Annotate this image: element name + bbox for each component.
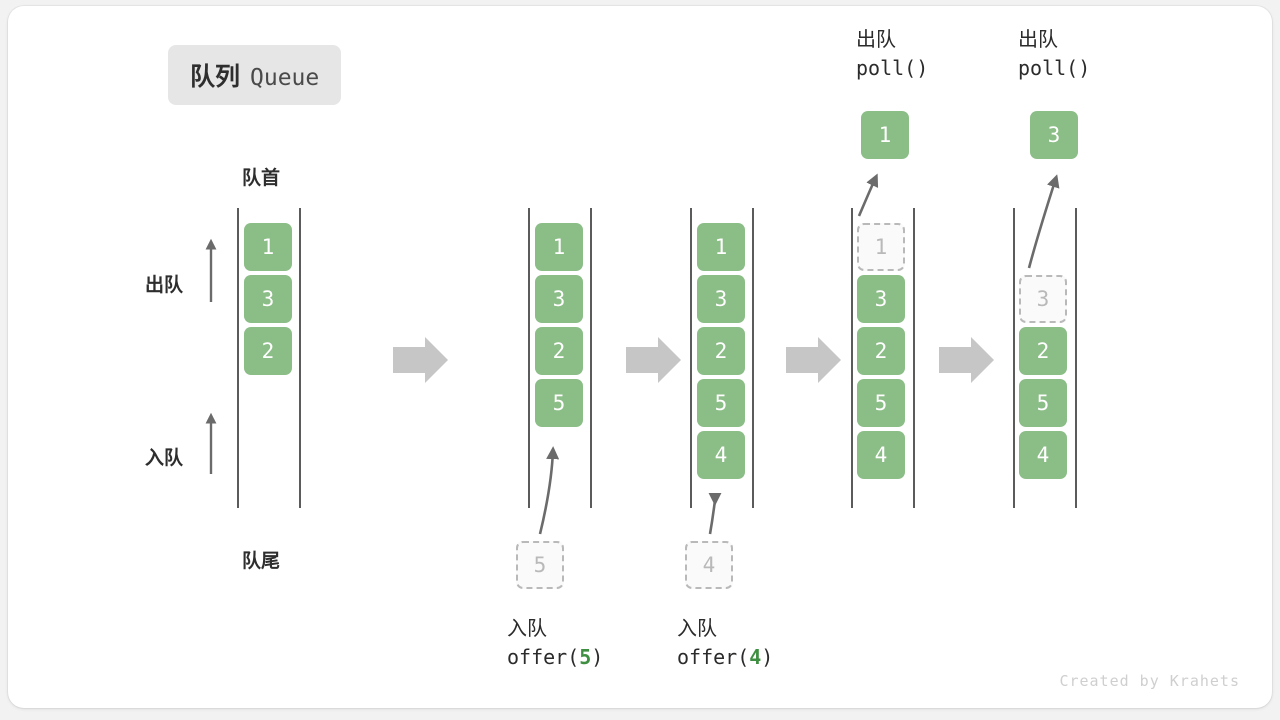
diagram-card: 队列 Queue 队首 队尾 出队 入队 1 3 2 1 3 2 5 5 入队 …: [8, 6, 1272, 708]
queue-cell: 2: [1019, 327, 1067, 375]
dequeue-label: 出队: [145, 274, 184, 296]
queue-cell-ghost: 3: [1019, 275, 1067, 323]
queue-cell-ghost: 1: [857, 223, 905, 271]
queue-cell: 2: [535, 327, 583, 375]
offer-5-arrow: [538, 446, 560, 535]
poll-1-label-code: poll(): [856, 56, 929, 80]
step-arrow-2: [626, 337, 681, 383]
offer-5-label-cn: 入队: [507, 616, 547, 640]
step-arrow-3: [786, 337, 841, 383]
queue-cell: 4: [1019, 431, 1067, 479]
poll-2-arrow: [1027, 174, 1060, 269]
queue-cell: 5: [535, 379, 583, 427]
offer-4-arrow: [708, 492, 722, 535]
rail-left-col1: [237, 208, 239, 508]
queue-cell: 3: [857, 275, 905, 323]
rail-left-col4: [851, 208, 853, 508]
title-badge: 队列 Queue: [168, 45, 342, 105]
offer-4-label-cn: 入队: [677, 616, 717, 640]
popped-cell-1: 1: [861, 111, 909, 159]
queue-cell: 1: [244, 223, 292, 271]
queue-cell: 5: [697, 379, 745, 427]
queue-cell: 5: [857, 379, 905, 427]
poll-2-label: 出队 poll(): [1018, 25, 1090, 83]
rail-right-col2: [590, 208, 592, 508]
title-cn: 队列: [190, 62, 241, 91]
offer-4-label-code: offer(4): [677, 645, 774, 669]
popped-cell-2: 3: [1030, 111, 1078, 159]
queue-cell: 3: [244, 275, 292, 323]
rail-right-col5: [1075, 208, 1077, 508]
queue-cell: 3: [535, 275, 583, 323]
poll-1-label-cn: 出队: [856, 27, 896, 51]
poll-1-label: 出队 poll(): [856, 25, 928, 83]
title-en: Queue: [250, 65, 320, 91]
rail-left-col2: [528, 208, 530, 508]
step-arrow-4: [939, 337, 994, 383]
queue-cell: 2: [244, 327, 292, 375]
queue-cell: 1: [535, 223, 583, 271]
poll-2-label-code: poll(): [1018, 56, 1091, 80]
queue-cell: 1: [697, 223, 745, 271]
ghost-input-cell: 5: [516, 541, 564, 589]
queue-cell: 2: [697, 327, 745, 375]
rail-left-col5: [1013, 208, 1015, 508]
rail-left-col3: [690, 208, 692, 508]
arrow-overlay: [205, 173, 1060, 535]
ghost-input-cell: 4: [685, 541, 733, 589]
watermark: Created by Krahets: [1059, 672, 1240, 690]
rail-right-col4: [913, 208, 915, 508]
enqueue-label: 入队: [145, 447, 184, 469]
offer-4-label: 入队 offer(4): [677, 614, 773, 672]
offer-5-label: 入队 offer(5): [507, 614, 603, 672]
queue-cell: 2: [857, 327, 905, 375]
queue-head-label: 队首: [242, 167, 281, 189]
queue-tail-label: 队尾: [242, 550, 281, 572]
offer-5-label-code: offer(5): [507, 645, 604, 669]
poll-1-arrow: [857, 173, 879, 217]
queue-cell: 3: [697, 275, 745, 323]
queue-cell: 4: [697, 431, 745, 479]
queue-cell: 4: [857, 431, 905, 479]
step-arrow-1: [393, 337, 448, 383]
poll-2-label-cn: 出队: [1018, 27, 1058, 51]
rail-right-col1: [299, 208, 301, 508]
queue-cell: 5: [1019, 379, 1067, 427]
rail-right-col3: [752, 208, 754, 508]
